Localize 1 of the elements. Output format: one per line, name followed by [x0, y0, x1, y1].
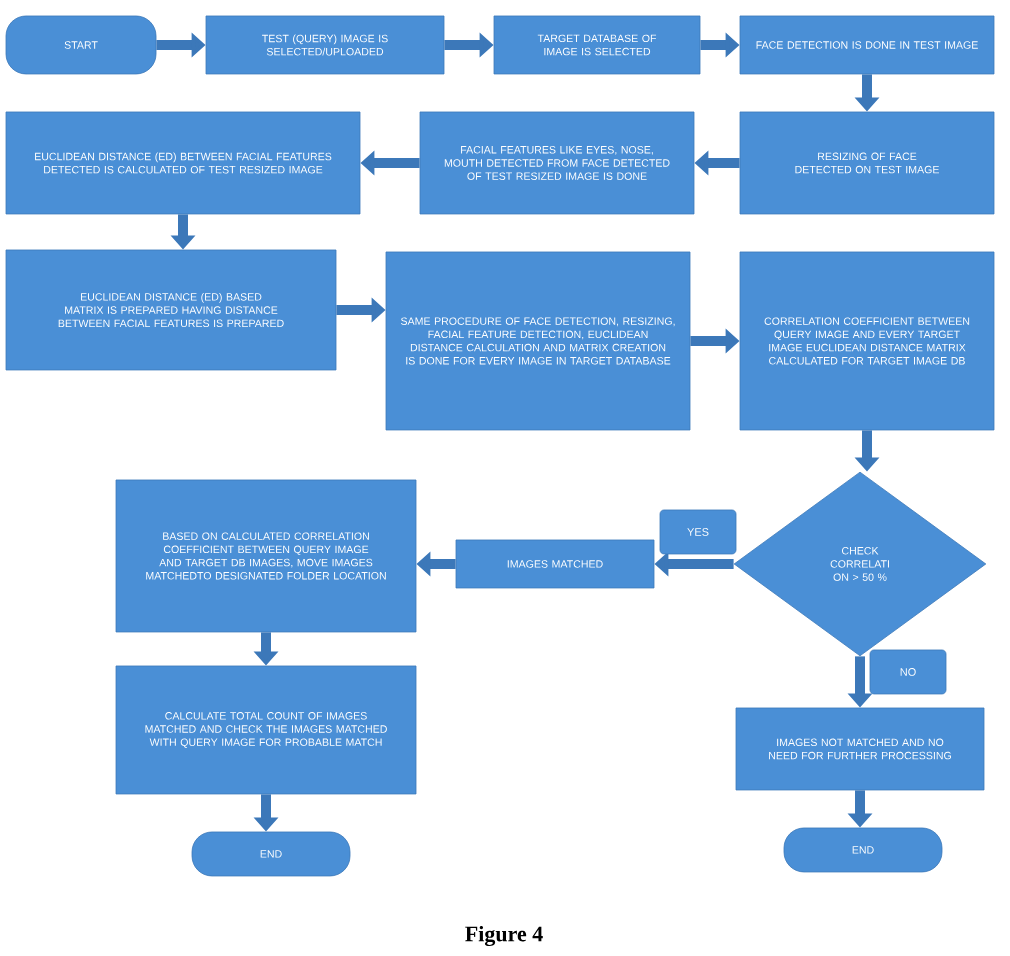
caption: Figure 4 [465, 925, 543, 947]
